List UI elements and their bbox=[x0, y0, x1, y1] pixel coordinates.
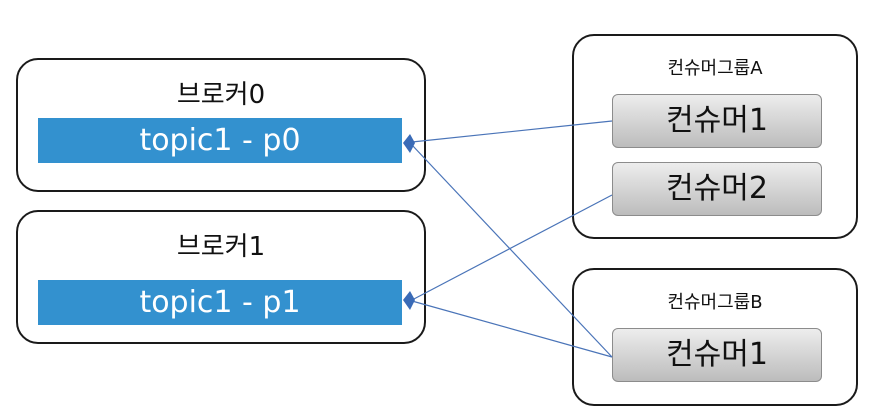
arrowhead-p1 bbox=[403, 291, 415, 310]
connector-group-a-consumer-2-to-p1 bbox=[411, 194, 613, 301]
group-a-consumer-2: 컨슈머2 bbox=[612, 162, 822, 216]
group-b-consumer-1: 컨슈머1 bbox=[612, 328, 822, 382]
connector-group-b-consumer-1-to-p1 bbox=[411, 300, 613, 358]
broker-0-title: 브로커0 bbox=[176, 80, 266, 110]
consumer-group-a-title: 컨슈머그룹A bbox=[667, 58, 763, 79]
broker-1-title: 브로커1 bbox=[176, 232, 266, 262]
arrowhead-p0 bbox=[403, 134, 415, 153]
consumer-group-b-title: 컨슈머그룹B bbox=[667, 292, 763, 313]
connector-group-b-consumer-1-to-p0 bbox=[411, 144, 613, 358]
connector-group-a-consumer-1-to-p0 bbox=[411, 120, 613, 143]
broker-1-topic-partition: topic1 - p1 bbox=[38, 280, 402, 325]
group-a-consumer-1: 컨슈머1 bbox=[612, 94, 822, 148]
broker-0-topic-partition: topic1 - p0 bbox=[38, 118, 402, 163]
